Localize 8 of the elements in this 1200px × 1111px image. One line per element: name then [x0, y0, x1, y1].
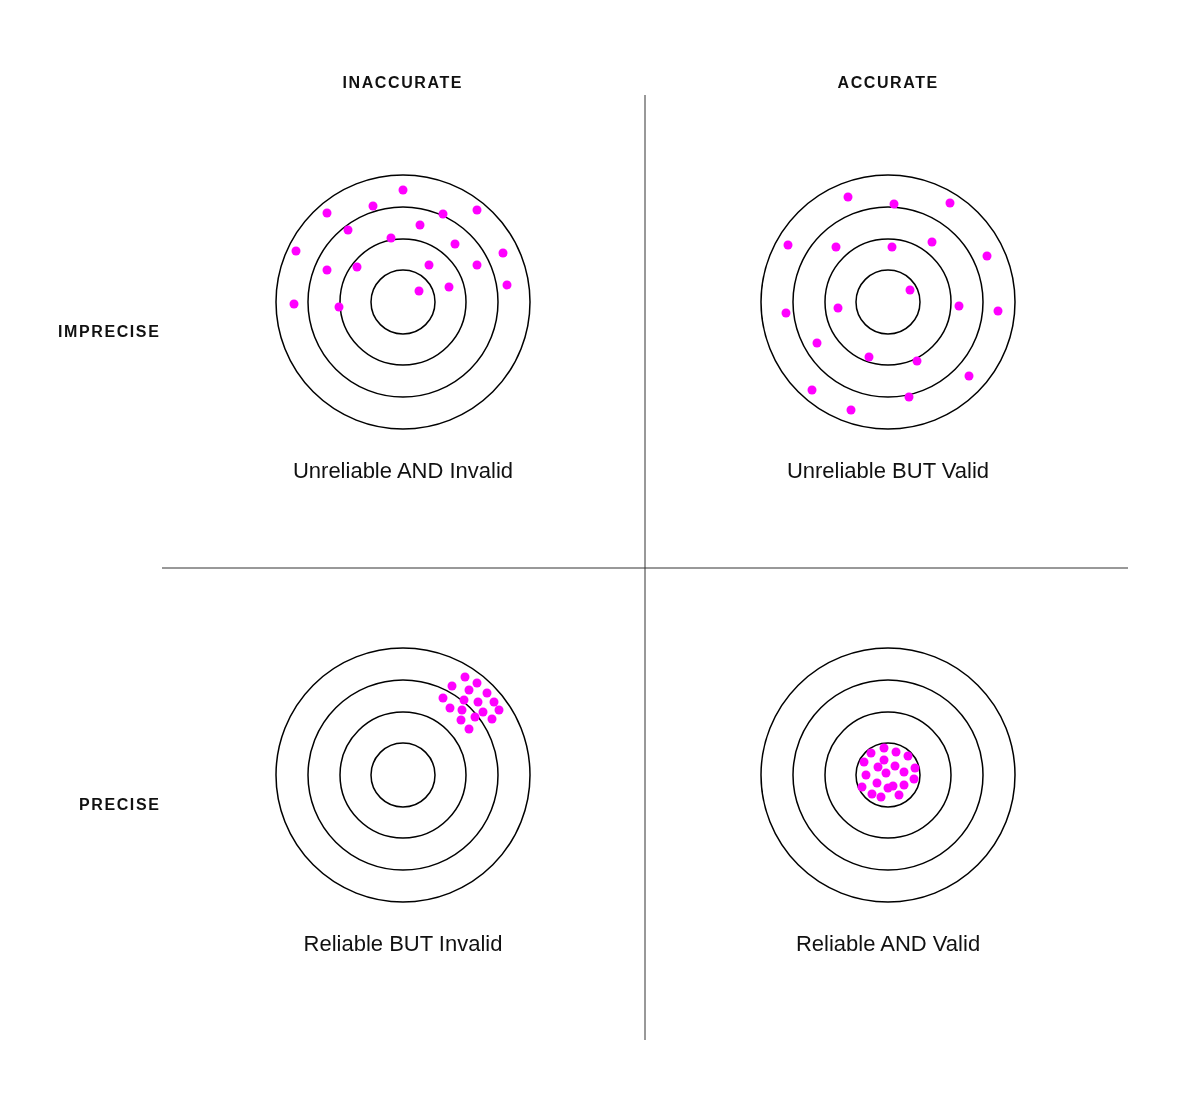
target-caption: Reliable AND Valid	[794, 931, 982, 957]
axis-heading: IMPRECISE	[58, 323, 161, 341]
target-caption: Unreliable AND Invalid	[291, 458, 515, 484]
axis-heading: INACCURATE	[342, 74, 464, 92]
axis-heading: PRECISE	[79, 796, 161, 814]
axis-heading: ACCURATE	[837, 74, 939, 92]
target-caption: Unreliable BUT Valid	[785, 458, 991, 484]
target-caption: Reliable BUT Invalid	[302, 931, 504, 957]
